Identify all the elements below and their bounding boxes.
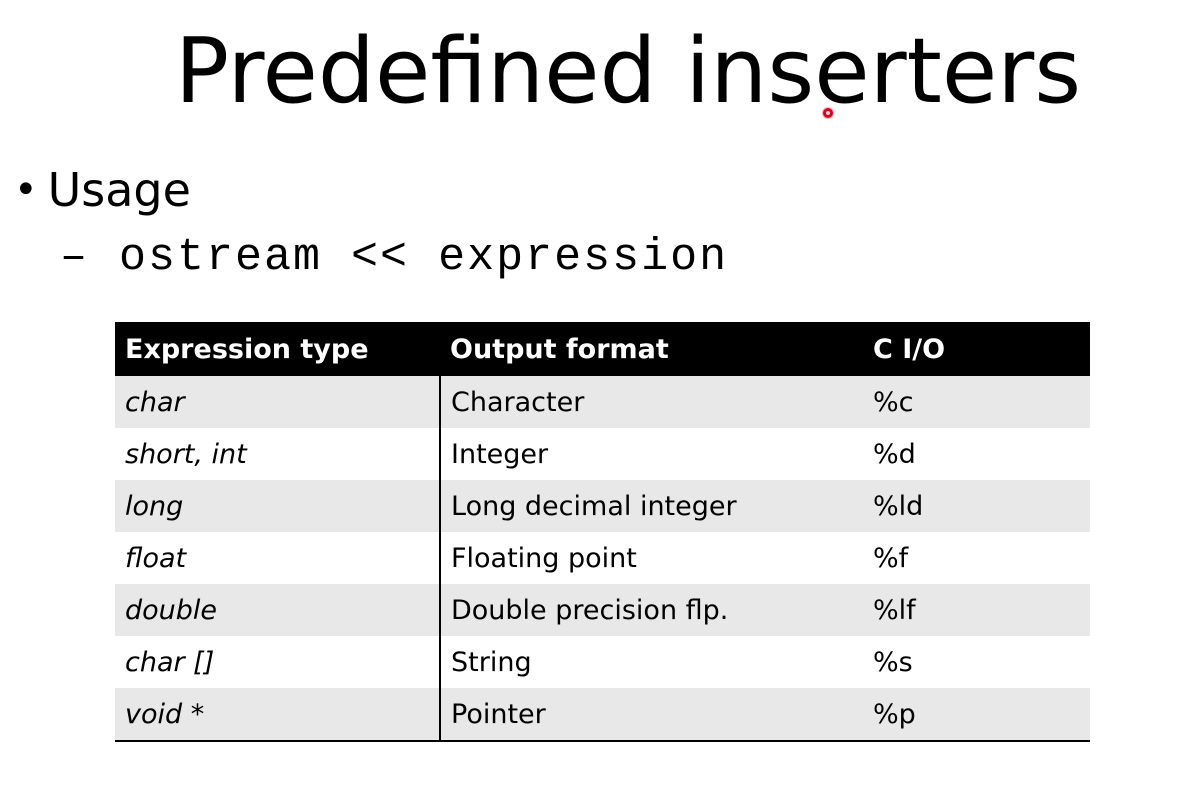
bullet-icon: • — [14, 167, 38, 213]
cell-c-io: %c — [863, 376, 1090, 428]
header-output-format: Output format — [440, 322, 863, 376]
cell-output-format: Pointer — [440, 688, 863, 742]
table-header-row: Expression type Output format C I/O — [115, 322, 1090, 376]
cell-output-format: Character — [440, 376, 863, 428]
cell-output-format: Integer — [440, 428, 863, 480]
cell-c-io: %ld — [863, 480, 1090, 532]
cell-expression-type: char — [115, 376, 441, 428]
cell-output-format: Double precision flp. — [440, 584, 863, 636]
syntax-code: ostream << expression — [119, 232, 729, 283]
bullet-text: Usage — [47, 163, 191, 217]
slide-title: Predefined inserters — [174, 19, 1082, 124]
cell-expression-type: short, int — [115, 428, 441, 480]
header-expression-type: Expression type — [115, 322, 440, 376]
cell-output-format: String — [440, 636, 863, 688]
cell-c-io: %lf — [863, 584, 1090, 636]
cell-c-io: %p — [863, 688, 1090, 742]
cell-c-io: %f — [863, 532, 1090, 584]
cell-output-format: Floating point — [440, 532, 863, 584]
cell-expression-type: double — [115, 584, 441, 636]
cell-c-io: %d — [863, 428, 1090, 480]
cell-output-format: Long decimal integer — [440, 480, 863, 532]
cell-expression-type: char [] — [115, 636, 441, 688]
inserters-table: Expression type Output format C I/O char… — [115, 322, 1090, 742]
cell-expression-type: void * — [115, 688, 441, 742]
sub-bullet-syntax: – ostream << expression — [60, 230, 728, 286]
cell-c-io: %s — [863, 636, 1090, 688]
cell-expression-type: long — [115, 480, 441, 532]
cell-expression-type: float — [115, 532, 441, 584]
table-row: float Floating point %f — [115, 532, 1090, 584]
header-c-io: C I/O — [863, 322, 1090, 376]
table-row: char [] String %s — [115, 636, 1090, 688]
table-row: short, int Integer %d — [115, 428, 1090, 480]
bullet-usage: • Usage — [14, 160, 191, 220]
dash-icon: – — [60, 232, 88, 283]
table-row: char Character %c — [115, 376, 1090, 428]
laser-pointer-icon — [823, 108, 833, 118]
table-row: void * Pointer %p — [115, 688, 1090, 742]
table-row: double Double precision flp. %lf — [115, 584, 1090, 636]
table-row: long Long decimal integer %ld — [115, 480, 1090, 532]
